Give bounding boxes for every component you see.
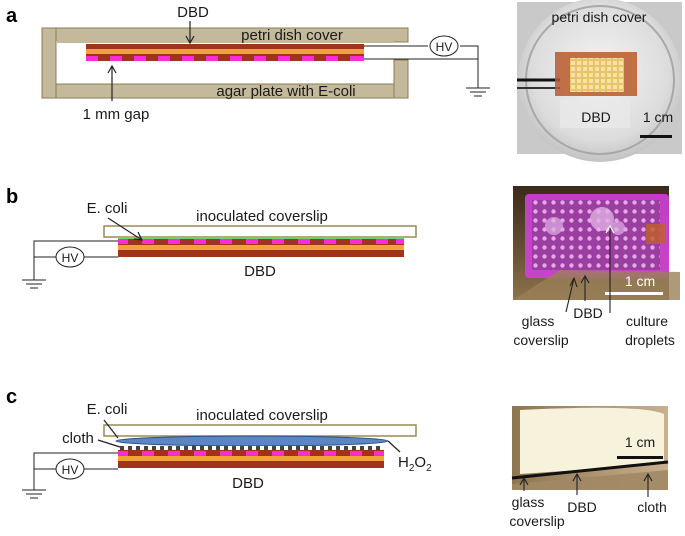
ecoli-arrow-b xyxy=(107,217,144,241)
dbd-label-c: DBD xyxy=(232,475,264,492)
dbd-label-a: DBD xyxy=(177,4,209,21)
panel-b: b inoculated coverslip E. coli H xyxy=(6,186,417,289)
agar-plate-label: agar plate with E-coli xyxy=(216,83,355,100)
photo-c: 1 cm glass coverslip DBD cloth xyxy=(509,406,669,529)
ecoli-label-c: E. coli xyxy=(87,401,128,418)
hv-wiring-c xyxy=(22,452,118,499)
h2o2-label: H2O2 xyxy=(398,454,432,474)
hv-label-a: HV xyxy=(436,40,453,54)
photo-a-dbd-label: DBD xyxy=(581,109,611,125)
photo-c-glass-label-2: coverslip xyxy=(509,513,564,529)
dbd-arrow-photo-b xyxy=(580,274,590,301)
h2o2-arrow xyxy=(387,440,401,453)
photo-a-cover-label: petri dish cover xyxy=(552,9,647,25)
dbd-label-b: DBD xyxy=(244,263,276,280)
photo-b-scale-label: 1 cm xyxy=(625,273,655,289)
ecoli-label-b: E. coli xyxy=(87,200,128,217)
petri-cover-label: petri dish cover xyxy=(241,27,343,44)
gap-label: 1 mm gap xyxy=(83,106,150,123)
h2o2-layer xyxy=(115,435,389,447)
hv-wiring-a xyxy=(364,45,490,97)
photo-b: 1 cm glass coverslip DBD culture droplet… xyxy=(513,186,680,348)
coverslip-label-b: inoculated coverslip xyxy=(196,208,328,225)
dbd-stack-c xyxy=(118,446,384,468)
dbd-stack-a xyxy=(86,44,364,61)
cloth-layer xyxy=(118,446,384,450)
photo-c-scale-bar xyxy=(617,456,663,459)
hv-source-a xyxy=(429,35,459,57)
dbd-arrow-photo-c xyxy=(572,472,582,495)
photo-b-culture-label-2: droplets xyxy=(625,332,675,348)
photo-c-cloth-label: cloth xyxy=(637,499,667,515)
coverslip-label-c: inoculated coverslip xyxy=(196,407,328,424)
hv-label-c: HV xyxy=(62,463,79,477)
panel-a-letter: a xyxy=(6,5,18,27)
photo-c-glass-label-1: glass xyxy=(512,494,545,510)
dbd-stack-b xyxy=(118,237,404,257)
cloth-arrow-photo-c xyxy=(643,472,653,497)
photo-a-scale-label: 1 cm xyxy=(643,109,673,125)
photo-c-scale-label: 1 cm xyxy=(625,434,655,450)
cloth-label-c: cloth xyxy=(62,430,94,447)
hv-source-c xyxy=(55,458,85,480)
panel-b-letter: b xyxy=(6,186,18,208)
photo-b-glass-label-1: glass xyxy=(522,313,555,329)
dbd-arrow-a xyxy=(185,21,195,45)
panel-c-letter: c xyxy=(6,386,17,408)
hv-wiring-b xyxy=(22,240,118,289)
petri-dish-frame xyxy=(41,27,409,99)
photo-b-glass-label-2: coverslip xyxy=(513,332,568,348)
photo-b-dbd-label: DBD xyxy=(573,305,603,321)
photo-c-dbd-label: DBD xyxy=(567,499,597,515)
gap-arrow xyxy=(107,64,117,101)
photo-a: petri dish cover DBD 1 cm xyxy=(517,0,682,162)
glass-arrow-b xyxy=(565,276,578,313)
inoculated-coverslip-b xyxy=(103,225,417,238)
photo-b-scale-bar xyxy=(605,292,663,295)
glass-arrow-c xyxy=(519,476,529,491)
ecoli-arrow-c xyxy=(103,419,119,439)
inoculated-coverslip-c xyxy=(103,424,417,437)
hv-label-b: HV xyxy=(62,251,79,265)
panel-c: c inoculated coverslip E. coli cloth H2O… xyxy=(6,386,432,499)
cloth-arrow-c xyxy=(97,439,121,448)
photo-a-scale-bar xyxy=(640,135,672,138)
photo-b-culture-label-1: culture xyxy=(626,313,668,329)
panel-a: a xyxy=(6,4,490,123)
